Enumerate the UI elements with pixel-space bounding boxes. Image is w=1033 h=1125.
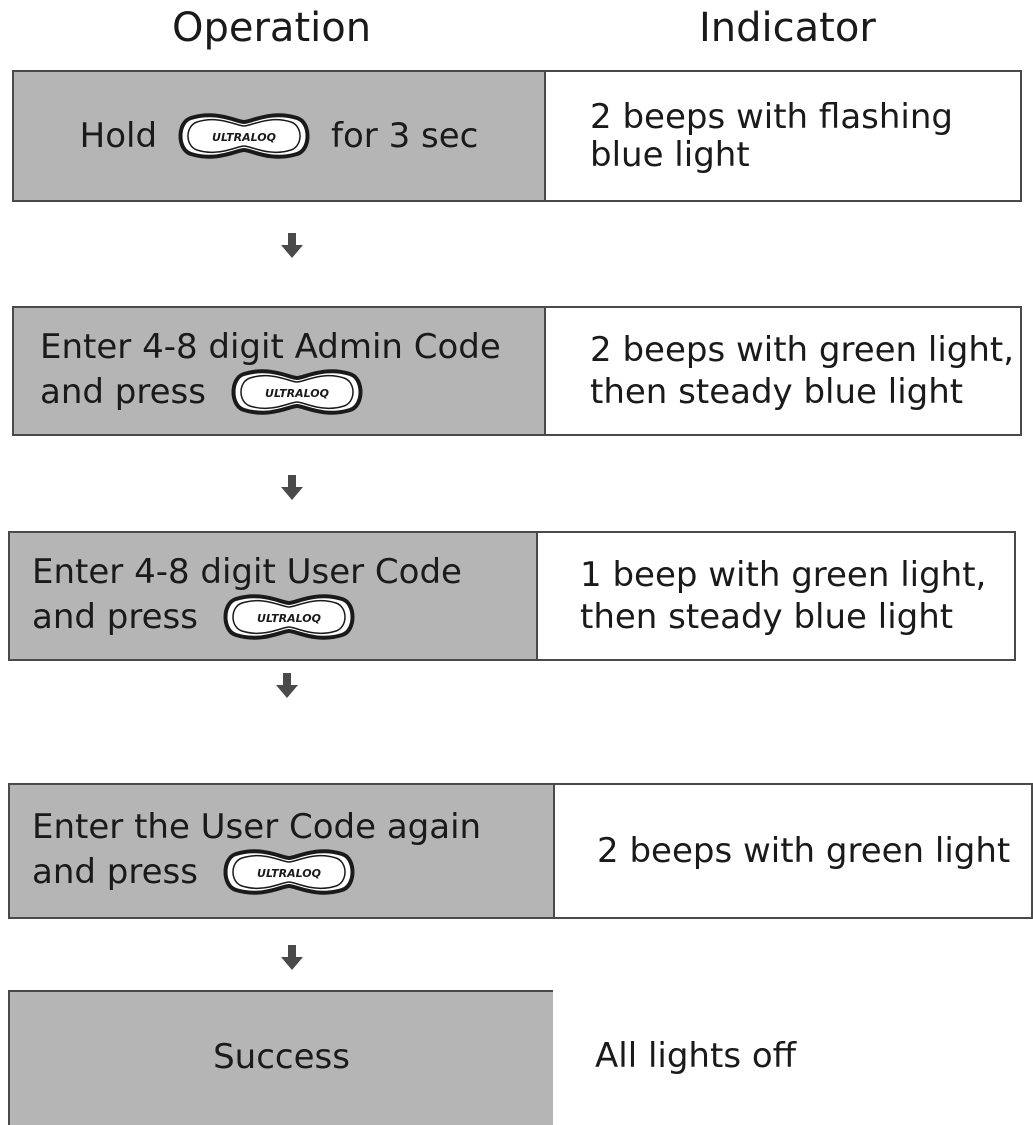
step-4-indicator: 2 beeps with green light xyxy=(555,785,1031,917)
step-5-row: Success All lights off xyxy=(8,990,1033,1125)
step-3-row: Enter 4-8 digit User Code and press 1 be… xyxy=(8,531,1016,661)
step-4-operation: Enter the User Code again and press xyxy=(10,785,555,917)
step-5-indicator-text: All lights off xyxy=(595,1035,797,1076)
down-arrow-icon xyxy=(280,945,304,971)
down-arrow-icon xyxy=(280,233,304,259)
step-2-row: Enter 4-8 digit Admin Code and press 2 b… xyxy=(12,306,1022,436)
step-3-operation-line-2: and press xyxy=(32,597,198,637)
ultraloq-button-icon xyxy=(230,368,364,416)
step-1-indicator: 2 beeps with flashing blue light xyxy=(546,72,1020,200)
step-3-indicator-line-1: 1 beep with green light, xyxy=(580,555,987,595)
step-2-operation-line-1: Enter 4-8 digit Admin Code xyxy=(40,327,501,367)
step-1-indicator-line-2: blue light xyxy=(590,135,750,175)
step-1-hold-text: Hold xyxy=(79,116,158,156)
step-2-operation: Enter 4-8 digit Admin Code and press xyxy=(14,308,546,434)
down-arrow-icon xyxy=(280,475,304,501)
step-2-indicator: 2 beeps with green light, then steady bl… xyxy=(546,308,1020,434)
ultraloq-button-icon xyxy=(222,848,356,896)
step-2-indicator-line-2: then steady blue light xyxy=(590,372,964,412)
step-2-indicator-line-1: 2 beeps with green light, xyxy=(590,330,1015,370)
operation-header: Operation xyxy=(172,5,372,51)
step-4-operation-line-1: Enter the User Code again xyxy=(32,807,482,847)
step-1-duration-text: for 3 sec xyxy=(331,116,479,156)
step-3-indicator: 1 beep with green light, then steady blu… xyxy=(538,533,1014,659)
step-4-row: Enter the User Code again and press 2 be… xyxy=(8,783,1033,919)
ultraloq-button-icon xyxy=(177,112,311,160)
step-1-operation: Hold for 3 sec xyxy=(14,72,546,200)
step-5-operation: Success xyxy=(8,990,553,1125)
down-arrow-icon xyxy=(275,673,299,699)
ultraloq-button-icon xyxy=(222,593,356,641)
indicator-header: Indicator xyxy=(699,5,876,51)
step-5-operation-text: Success xyxy=(213,1036,350,1077)
step-3-operation-line-1: Enter 4-8 digit User Code xyxy=(32,552,462,592)
step-1-indicator-line-1: 2 beeps with flashing xyxy=(590,97,953,137)
step-1-row: Hold for 3 sec 2 beeps with flashing blu… xyxy=(12,70,1022,202)
step-5-indicator: All lights off xyxy=(553,990,1033,1125)
step-4-indicator-line-1: 2 beeps with green light xyxy=(597,831,1011,871)
step-3-operation: Enter 4-8 digit User Code and press xyxy=(10,533,538,659)
step-2-operation-line-2: and press xyxy=(40,372,206,412)
step-3-indicator-line-2: then steady blue light xyxy=(580,597,954,637)
step-4-operation-line-2: and press xyxy=(32,852,198,892)
